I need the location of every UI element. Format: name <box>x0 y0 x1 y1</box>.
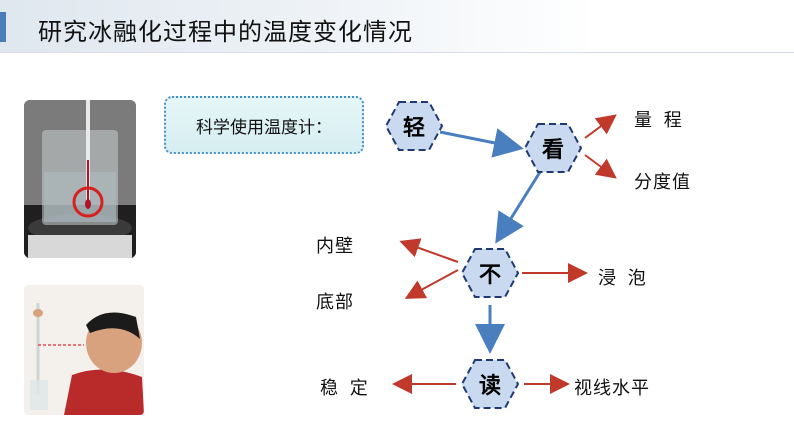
label-immerse: 浸 泡 <box>598 268 649 289</box>
step-not-hexagon: 不 <box>460 247 520 299</box>
label-bottom: 底部 <box>316 292 354 313</box>
step-not-label: 不 <box>478 263 501 288</box>
label-stable: 稳 定 <box>320 378 371 399</box>
arrow-light-to-look <box>439 128 524 158</box>
title-bar: 研究冰融化过程中的温度变化情况 <box>0 0 794 53</box>
step-read-hexagon: 读 <box>460 358 520 410</box>
label-eye-level: 视线水平 <box>574 378 650 399</box>
title-accent <box>0 12 6 42</box>
page-title: 研究冰融化过程中的温度变化情况 <box>38 18 413 46</box>
boy-reading-photo <box>24 285 144 415</box>
arrow-look-to-division <box>584 154 617 179</box>
arrow-look-to-range <box>584 114 617 139</box>
step-light-hexagon: 轻 <box>384 100 444 152</box>
label-range: 量 程 <box>634 110 685 131</box>
step-look-label: 看 <box>541 138 564 163</box>
label-inner-wall: 内壁 <box>316 236 354 257</box>
arrow-not-to-inner-wall <box>399 238 459 263</box>
step-look-hexagon: 看 <box>523 122 583 174</box>
beaker-photo <box>24 100 136 258</box>
step-read-label: 读 <box>478 374 501 399</box>
arrow-look-to-not <box>495 171 542 244</box>
arrow-not-to-bottom <box>404 269 459 299</box>
label-division: 分度值 <box>634 172 691 193</box>
usage-callout: 科学使用温度计： <box>164 96 364 154</box>
step-light-label: 轻 <box>402 116 425 141</box>
